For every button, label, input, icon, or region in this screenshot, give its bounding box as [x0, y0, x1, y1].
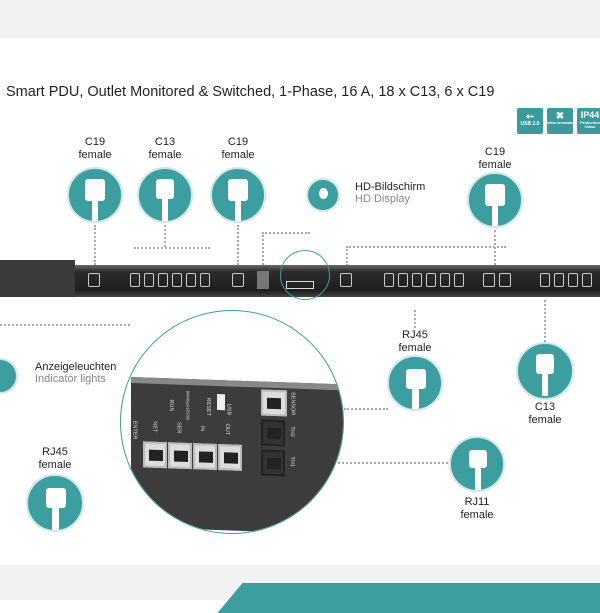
out-label: OUT	[223, 423, 230, 436]
c13-outlet	[200, 273, 210, 287]
lightbulb-icon	[0, 358, 18, 394]
connector-line	[330, 462, 448, 464]
c13-outlet	[158, 273, 168, 287]
reset-button[interactable]: RESET	[205, 397, 212, 416]
baud-label: 9600bps/115200	[185, 390, 191, 421]
c19-plug-icon	[467, 172, 523, 228]
tools-icon: ✖	[555, 111, 565, 122]
usb-badge: ⭠USB 2.0	[517, 108, 543, 134]
tools-badge: ✖Inline terminals	[547, 108, 573, 134]
th2-label: TH2	[289, 426, 296, 437]
top-band	[0, 0, 600, 38]
ser-label: SER	[175, 421, 182, 434]
net-port	[143, 441, 167, 469]
control-panel: ENTER NET RUN SER 9600bps/115200 IN RESE…	[131, 376, 343, 533]
out-port	[218, 444, 242, 471]
c19-outlet	[499, 273, 511, 287]
connector-line	[346, 246, 506, 248]
magnifier-ring	[280, 250, 330, 300]
port-detail-zoom: ENTER NET RUN SER 9600bps/115200 IN RESE…	[120, 310, 344, 534]
connector-line	[164, 225, 166, 247]
enter-label: ENTER	[131, 420, 138, 440]
c13-outlet	[426, 273, 436, 287]
connector-line	[94, 225, 96, 265]
th1-label: TH1	[289, 456, 296, 467]
c19-plug-icon	[67, 167, 123, 223]
connector-line	[494, 230, 496, 265]
in-label: IN	[198, 425, 205, 432]
c13-plug-icon	[137, 167, 193, 223]
teal-stripe	[217, 583, 600, 613]
usb-icon: ⭠	[526, 111, 534, 122]
c13-outlet	[384, 273, 394, 287]
rj45-plug-icon	[387, 355, 443, 411]
c19-outlet	[483, 273, 495, 287]
c13-outlet	[186, 273, 196, 287]
connector-line	[262, 232, 310, 234]
connector-line	[262, 232, 264, 265]
th2-port	[261, 419, 285, 447]
rj45-plug-icon	[26, 474, 84, 532]
rj11-plug-icon	[449, 436, 505, 492]
connector-line	[544, 300, 546, 342]
c19-outlet	[232, 273, 244, 287]
c13-plug-icon	[516, 342, 574, 400]
bottom-band	[0, 565, 600, 613]
c13-outlet	[568, 273, 578, 287]
th1-port	[261, 449, 285, 477]
c13-outlet	[412, 273, 422, 287]
c19-outlet	[88, 273, 100, 287]
pdu-end-cap	[0, 260, 75, 297]
in-port	[193, 443, 217, 470]
hd-display	[257, 271, 269, 289]
c19-plug-icon	[210, 167, 266, 223]
c13-outlet	[540, 273, 550, 287]
c13-outlet	[144, 273, 154, 287]
run-label: RUN	[167, 399, 174, 412]
c13-outlet	[398, 273, 408, 287]
c13-outlet	[130, 273, 140, 287]
usb-label: USB	[225, 403, 232, 416]
c19-outlet	[340, 273, 352, 287]
connector-line	[237, 225, 239, 265]
c13-outlet	[172, 273, 182, 287]
connector-line	[344, 408, 388, 410]
c13-outlet	[554, 273, 564, 287]
sensor-label: SENSOR	[289, 391, 296, 416]
lightbulb-icon	[306, 178, 340, 212]
product-title: Smart PDU, Outlet Monitored & Switched, …	[6, 84, 495, 100]
net-label: NET	[151, 421, 158, 433]
c13-outlet	[454, 273, 464, 287]
ser-port	[168, 442, 192, 470]
connector-line	[134, 247, 210, 249]
sensor-port	[261, 389, 287, 417]
usb-port	[217, 393, 225, 411]
c13-outlet	[440, 273, 450, 287]
c13-outlet	[582, 273, 592, 287]
connector-line	[0, 324, 130, 326]
connector-line	[346, 246, 348, 266]
connector-line	[414, 310, 416, 328]
